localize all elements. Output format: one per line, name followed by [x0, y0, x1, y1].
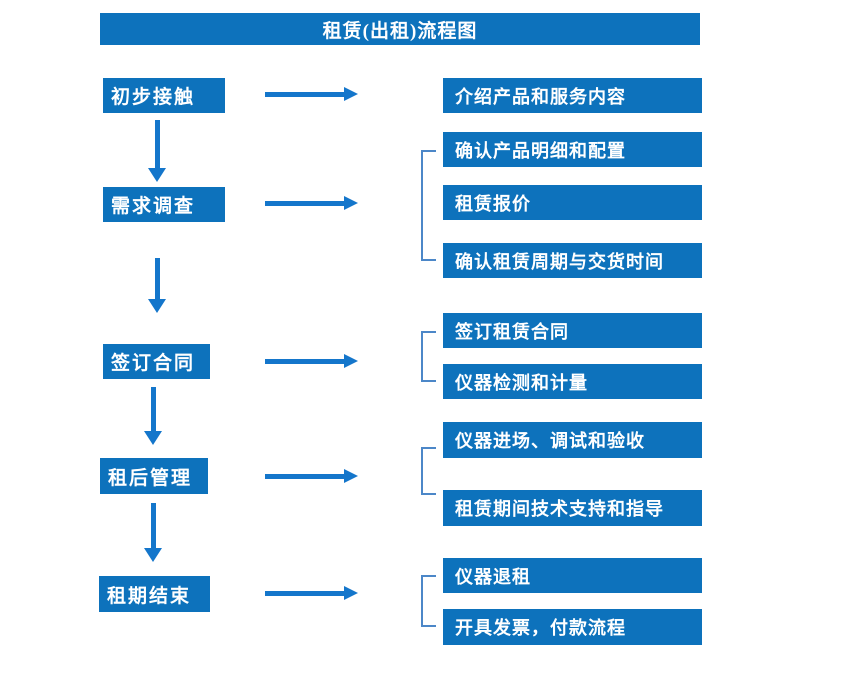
step-box-sign-contract: 签订合同	[103, 344, 210, 379]
step-box-post-rental-management: 租后管理	[100, 458, 208, 494]
bracket-group-sign-contract	[421, 331, 436, 382]
detail-box-technical-support: 租赁期间技术支持和指导	[443, 490, 702, 526]
down-arrow-1	[148, 120, 166, 182]
detail-box-sign-rental-contract: 签订租赁合同	[443, 313, 702, 348]
detail-box-instrument-setup-acceptance: 仪器进场、调试和验收	[443, 422, 702, 458]
right-arrowhead-icon	[344, 354, 358, 368]
flowchart-title: 租赁(出租)流程图	[100, 13, 700, 45]
detail-box-introduce-products: 介绍产品和服务内容	[443, 78, 702, 113]
arrow-shaft	[265, 590, 344, 596]
detail-box-instrument-testing: 仪器检测和计量	[443, 364, 702, 399]
arrow-shaft	[265, 358, 344, 364]
right-arrowhead-icon	[344, 469, 358, 483]
detail-box-instrument-return: 仪器退租	[443, 558, 702, 593]
arrow-shaft	[154, 120, 160, 168]
right-arrow-step5	[265, 586, 358, 600]
arrow-shaft	[150, 503, 156, 548]
down-arrowhead-icon	[148, 299, 166, 313]
bracket-group-demand-survey	[421, 150, 436, 261]
arrow-shaft	[265, 200, 344, 206]
down-arrow-4	[144, 503, 162, 562]
arrow-shaft	[265, 91, 344, 97]
right-arrow-step4	[265, 469, 358, 483]
right-arrow-step3	[265, 354, 358, 368]
detail-box-confirm-product-details: 确认产品明细和配置	[443, 132, 702, 167]
down-arrowhead-icon	[144, 431, 162, 445]
right-arrow-step2	[265, 196, 358, 210]
right-arrow-step1	[265, 87, 358, 101]
arrow-shaft	[150, 387, 156, 431]
step-box-initial-contact: 初步接触	[103, 78, 225, 113]
step-box-rental-end: 租期结束	[99, 576, 210, 612]
right-arrowhead-icon	[344, 586, 358, 600]
right-arrowhead-icon	[344, 87, 358, 101]
down-arrowhead-icon	[148, 168, 166, 182]
down-arrow-3	[144, 387, 162, 445]
arrow-shaft	[265, 473, 344, 479]
detail-box-rental-quote: 租赁报价	[443, 185, 702, 220]
detail-box-invoice-payment: 开具发票，付款流程	[443, 609, 702, 645]
bracket-group-rental-end	[421, 575, 436, 627]
detail-box-confirm-period-delivery: 确认租赁周期与交货时间	[443, 243, 702, 278]
step-box-demand-survey: 需求调查	[103, 187, 225, 222]
bracket-group-post-rental	[421, 447, 436, 495]
arrow-shaft	[154, 258, 160, 299]
right-arrowhead-icon	[344, 196, 358, 210]
down-arrowhead-icon	[144, 548, 162, 562]
down-arrow-2	[148, 258, 166, 313]
